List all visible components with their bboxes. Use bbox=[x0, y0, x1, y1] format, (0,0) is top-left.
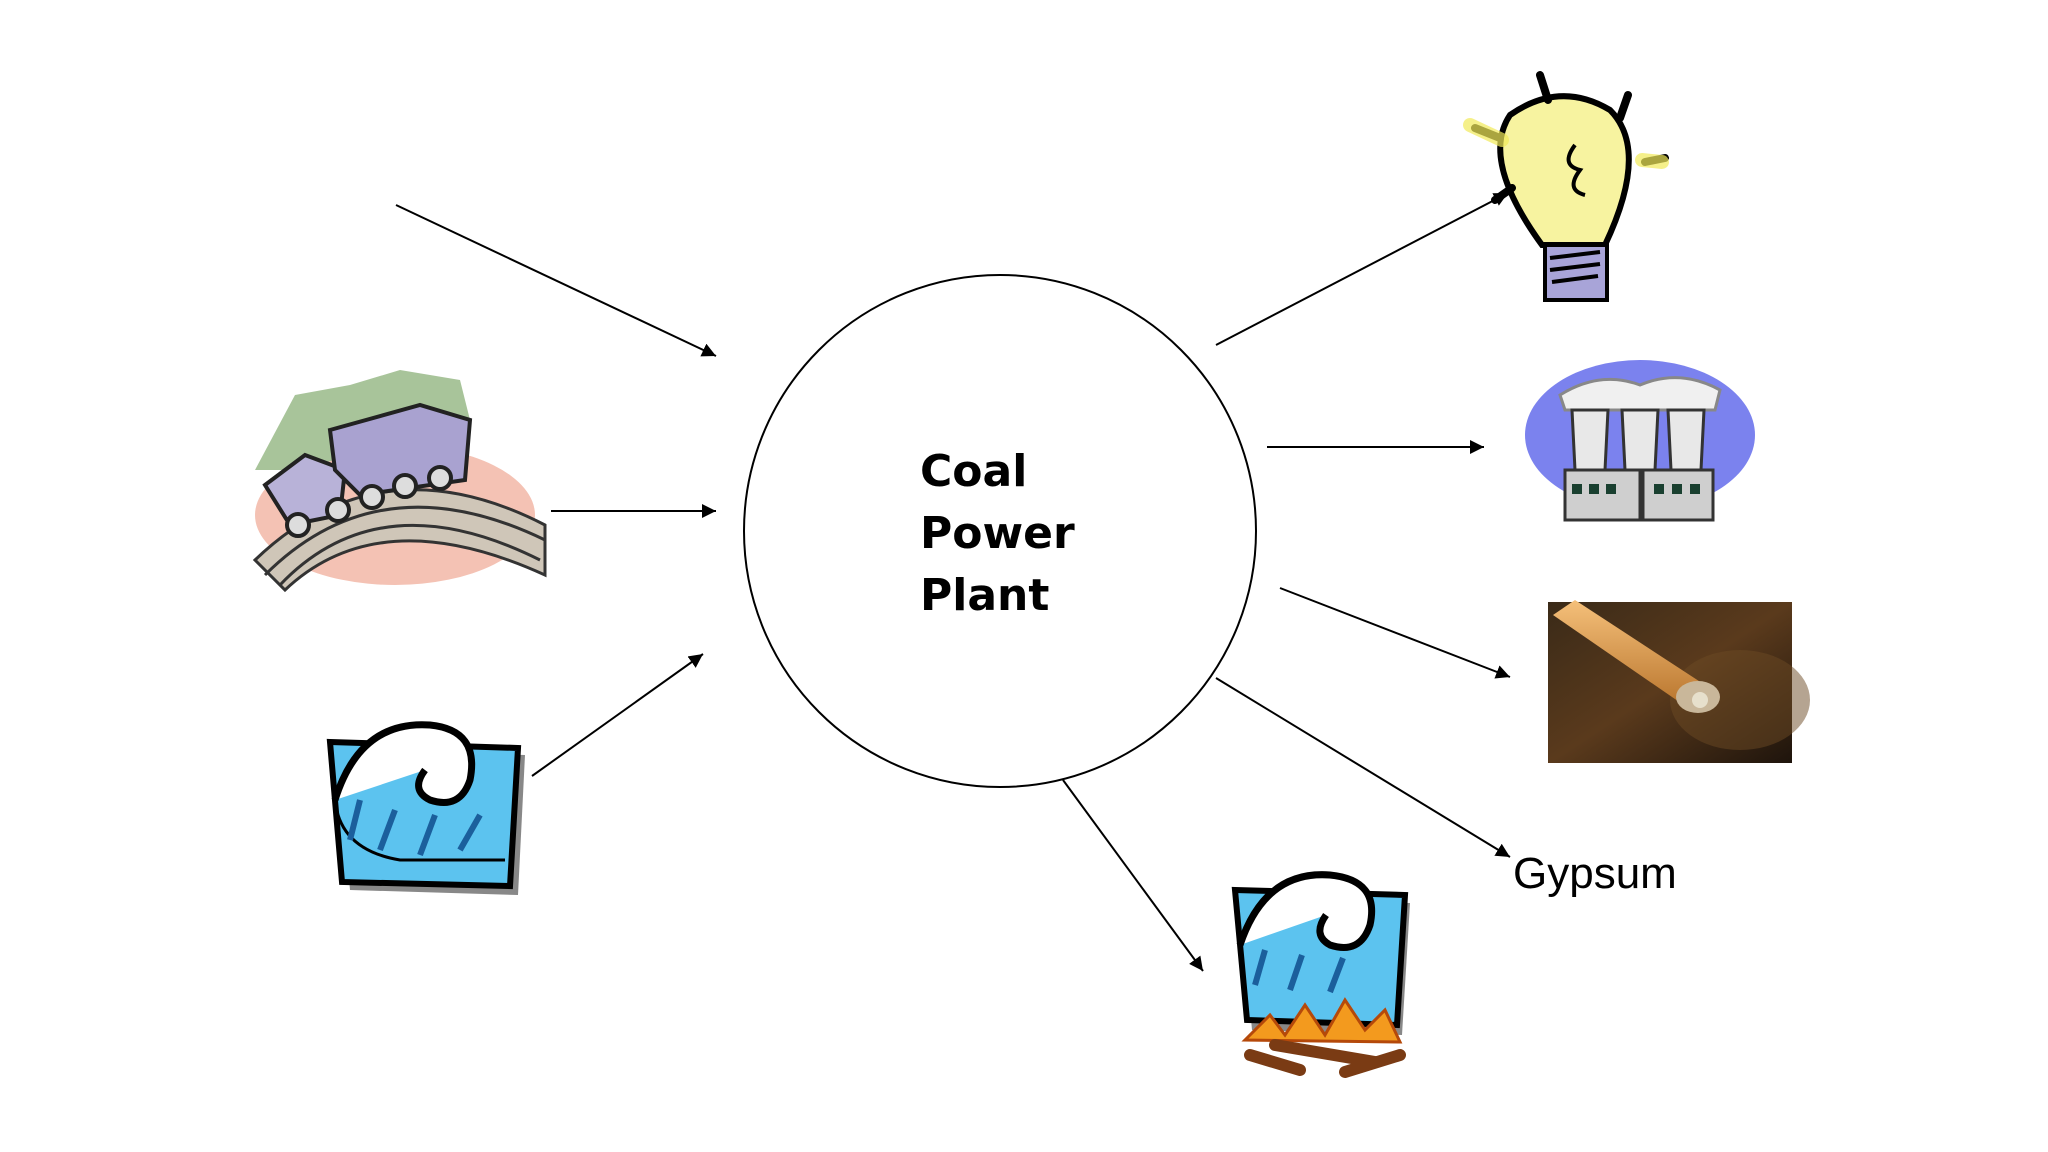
input-arrow-water bbox=[531, 653, 704, 777]
coal-train-icon bbox=[252, 370, 547, 593]
light-bulb-icon bbox=[1463, 71, 1669, 302]
cooling-tower-icon bbox=[1525, 360, 1755, 522]
output-arrow-hot-water bbox=[1062, 779, 1204, 972]
power-plant-circle bbox=[743, 274, 1257, 788]
output-arrow-electricity bbox=[1215, 192, 1509, 346]
center-label-line-1: Coal bbox=[920, 446, 1027, 497]
center-label-line-2: Power bbox=[920, 508, 1075, 559]
output-arrow-gypsum bbox=[1215, 677, 1511, 858]
hot-water-fire-icon bbox=[1231, 871, 1410, 1078]
gypsum-label: Gypsum bbox=[1513, 849, 1677, 898]
output-arrow-smoke bbox=[1279, 587, 1511, 679]
center-label-line-3: Plant bbox=[920, 570, 1049, 621]
center-label: Coal Power Plant bbox=[920, 446, 1090, 621]
cigarette-smoke-photo bbox=[1548, 600, 1810, 763]
water-wave-icon bbox=[326, 721, 525, 895]
input-arrow-top bbox=[395, 204, 717, 357]
